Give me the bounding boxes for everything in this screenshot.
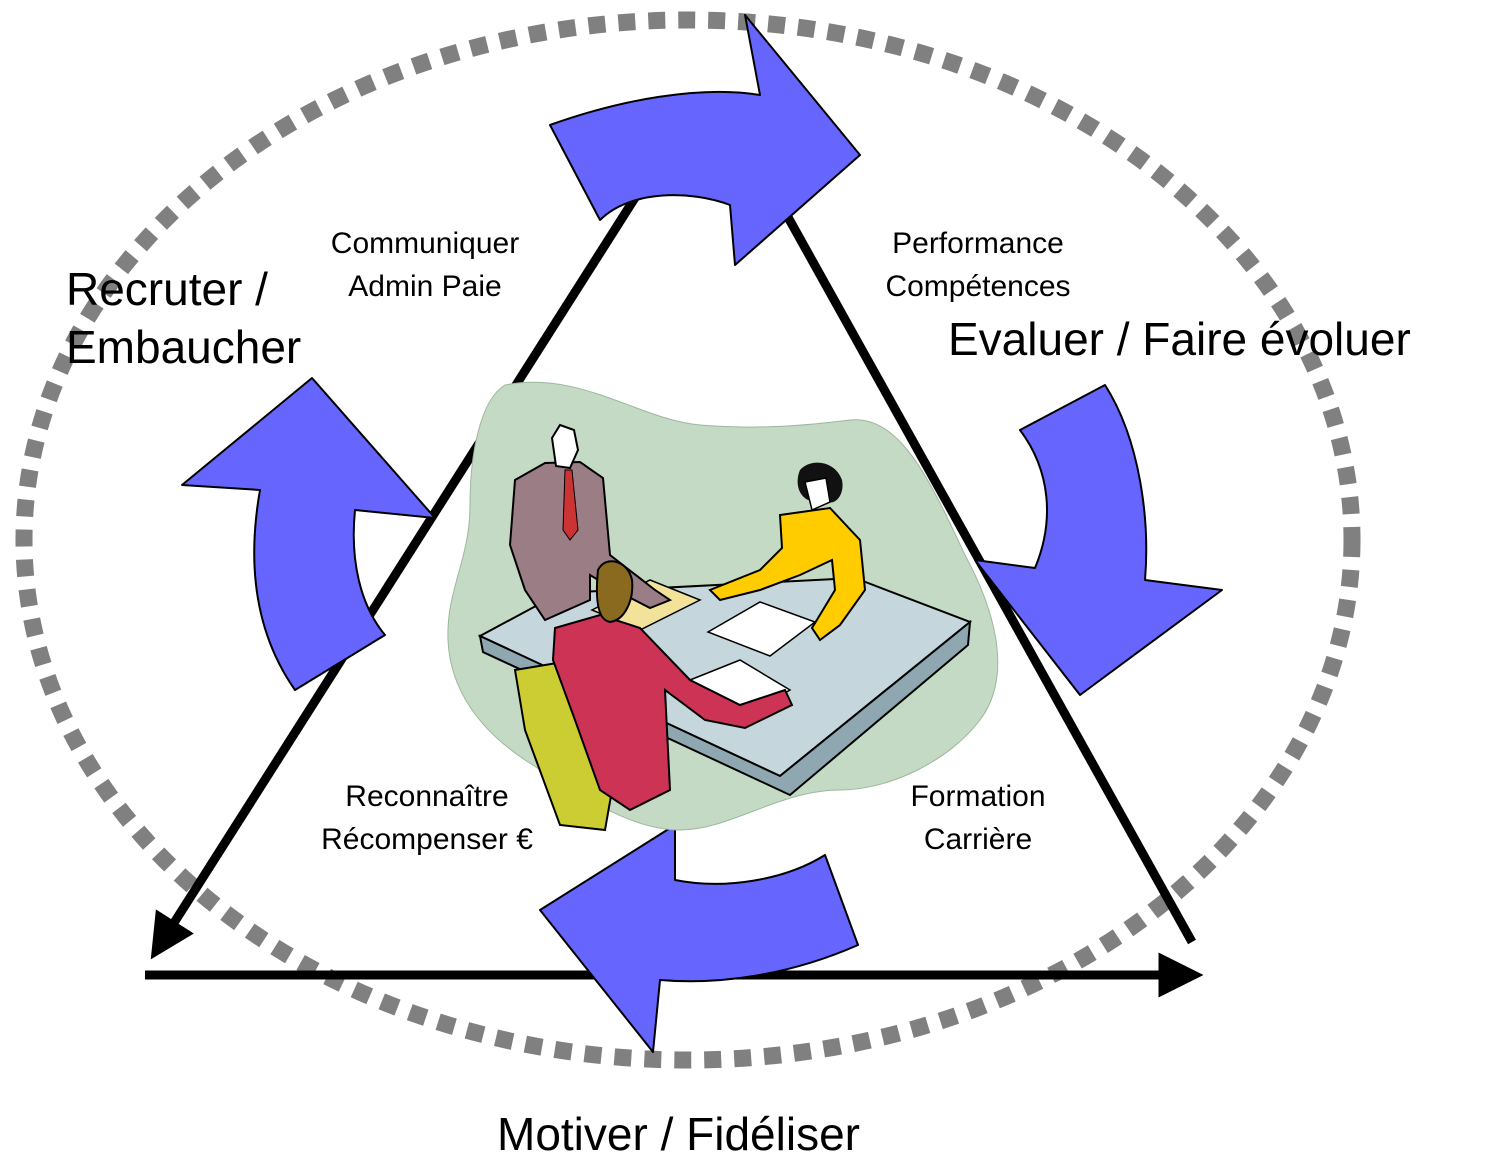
activity-top-left-line1: Communiquer (330, 227, 520, 260)
phase-recruter-label: Recruter / Embaucher (66, 260, 301, 376)
man-red-body (551, 613, 794, 812)
meeting-clipart-icon (447, 381, 999, 832)
activity-top-right-line1: Performance (892, 227, 1064, 260)
table-edge (478, 619, 972, 797)
triangle-left-arrow (150, 187, 644, 960)
activity-bottom-left-line1: Reconnaître (345, 780, 509, 813)
cycle-arrow-bottom (539, 824, 859, 1053)
phase-recruter-line2: Embaucher (66, 321, 302, 373)
man-red-head (595, 560, 634, 624)
activity-top-right: Performance Compétences (858, 222, 1098, 308)
woman-face (804, 477, 831, 512)
activity-bottom-right-line2: Carrière (923, 823, 1033, 856)
man-purple-head (550, 423, 580, 470)
cycle-arrow-left (181, 377, 436, 691)
cycle-arrows (181, 14, 1223, 1053)
activity-top-right-line2: Compétences (885, 270, 1071, 303)
cycle-arrow-top (549, 14, 861, 266)
activity-bottom-left-line2: Récompenser € (321, 823, 533, 856)
woman-yellow-body (708, 506, 867, 642)
activity-top-left: Communiquer Admin Paie (305, 222, 545, 308)
phase-evaluer-label: Evaluer / Faire évoluer (948, 313, 1411, 365)
activity-top-left-line2: Admin Paie (348, 270, 502, 303)
phase-motiver-label: Motiver / Fidéliser (497, 1108, 860, 1160)
man-purple-tie (562, 469, 579, 541)
activity-bottom-left: Reconnaître Récompenser € (292, 775, 562, 861)
cycle-arrow-right (974, 384, 1223, 696)
phase-recruter-line1: Recruter / (66, 263, 268, 315)
dotted-cycle-ring (15, 11, 1361, 1069)
activity-bottom-right: Formation Carrière (878, 775, 1078, 861)
activity-bottom-right-line1: Formation (910, 780, 1046, 813)
